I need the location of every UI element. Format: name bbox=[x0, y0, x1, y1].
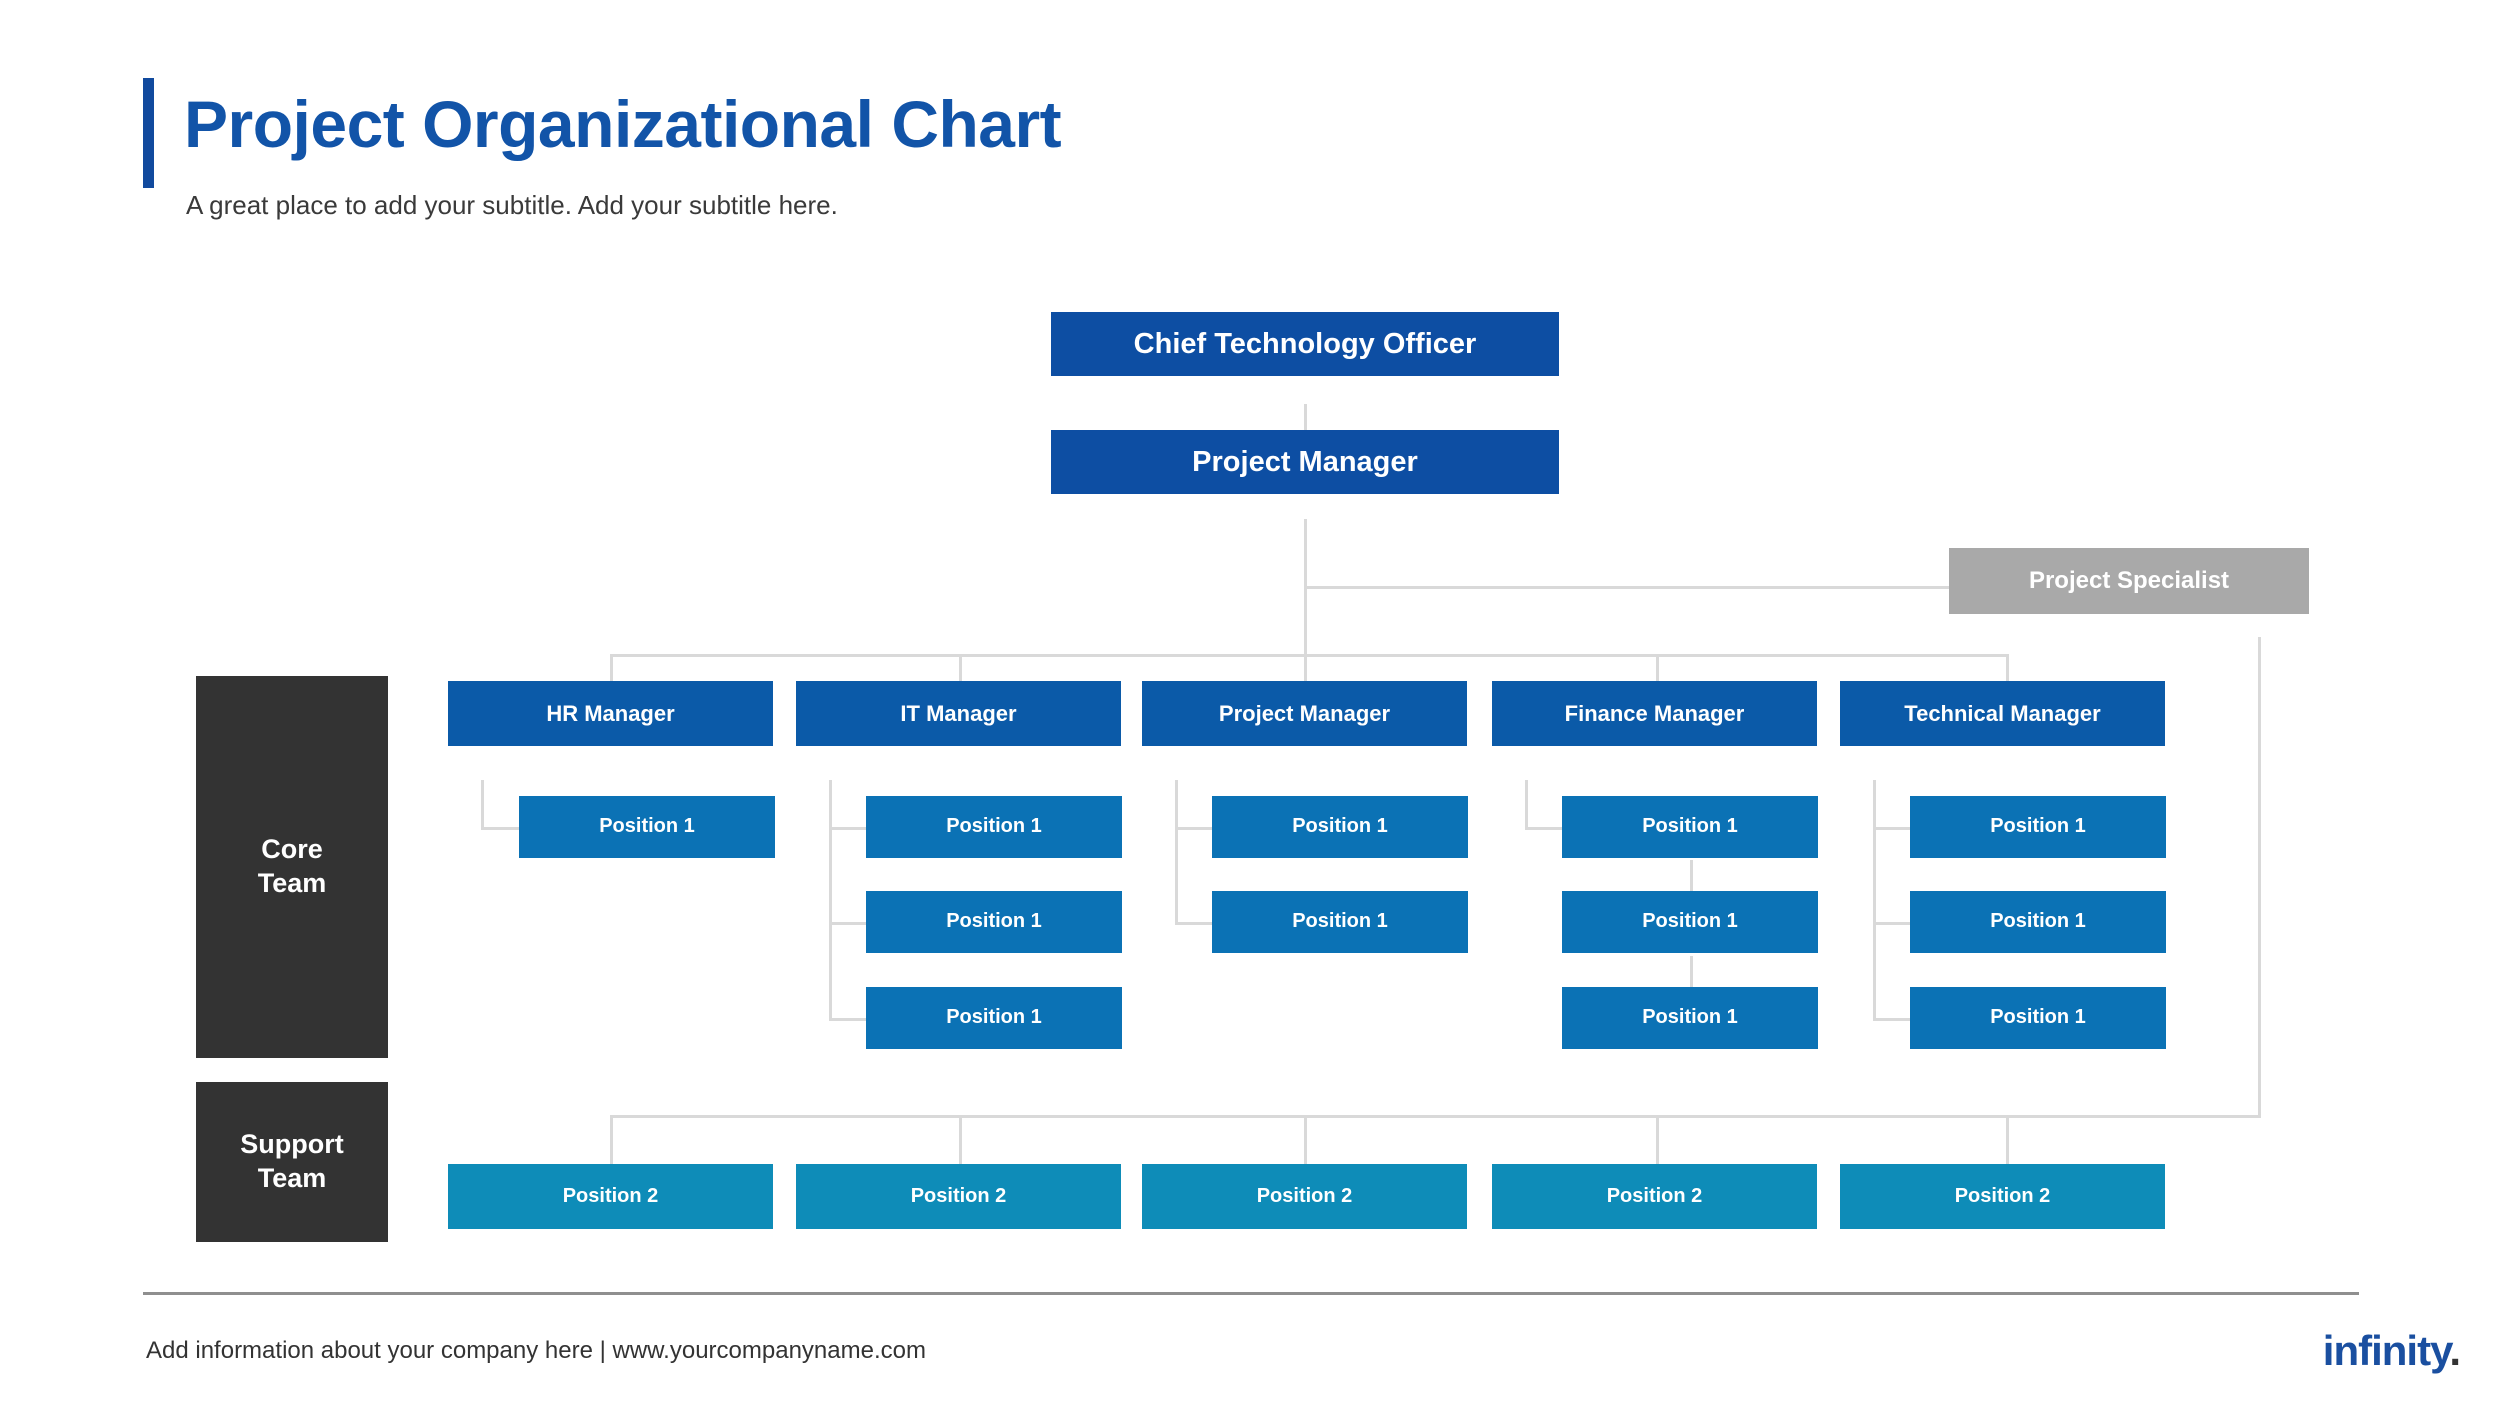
node-label: Position 1 bbox=[1292, 910, 1388, 933]
connector-support-bar bbox=[610, 1115, 2261, 1118]
node-label: Project Manager bbox=[1192, 445, 1418, 478]
connector-stem-mgr-4 bbox=[1656, 654, 1659, 681]
node-label: Position 1 bbox=[1642, 815, 1738, 838]
connector-fin-branch-1 bbox=[1525, 827, 1563, 830]
node-label: Position 1 bbox=[1292, 815, 1388, 838]
node-support-4[interactable]: Position 2 bbox=[1492, 1164, 1817, 1229]
connector-stem-sup-1 bbox=[610, 1115, 613, 1164]
page-title: Project Organizational Chart bbox=[184, 87, 1062, 161]
node-label: Position 2 bbox=[910, 1184, 1007, 1207]
node-label: Position 1 bbox=[1990, 910, 2086, 933]
node-label: Position 2 bbox=[1954, 1184, 2051, 1207]
node-chief-technology-officer[interactable]: Chief Technology Officer bbox=[1051, 312, 1559, 376]
node-position-technical-3[interactable]: Position 1 bbox=[1910, 987, 2166, 1049]
connector-stem-mgr-1 bbox=[610, 654, 613, 681]
connector-pmcol-branch-1 bbox=[1175, 827, 1213, 830]
connector-it-spine bbox=[829, 780, 832, 1020]
node-position-technical-2[interactable]: Position 1 bbox=[1910, 891, 2166, 953]
node-support-1[interactable]: Position 2 bbox=[448, 1164, 773, 1229]
node-label: Finance Manager bbox=[1564, 700, 1745, 726]
node-project-manager-top[interactable]: Project Manager bbox=[1051, 430, 1559, 494]
node-label: Position 1 bbox=[946, 910, 1042, 933]
connector-specialist-down bbox=[2258, 637, 2261, 1115]
node-label: Position 1 bbox=[1642, 1006, 1738, 1029]
node-label: Technical Manager bbox=[1904, 700, 2101, 726]
connector-stem-sup-4 bbox=[1656, 1115, 1659, 1164]
node-manager-finance[interactable]: Finance Manager bbox=[1492, 681, 1817, 746]
node-project-specialist[interactable]: Project Specialist bbox=[1949, 548, 2309, 614]
connector-stem-mgr-3 bbox=[1304, 654, 1307, 681]
node-position-project-2[interactable]: Position 1 bbox=[1212, 891, 1468, 953]
node-position-technical-1[interactable]: Position 1 bbox=[1910, 796, 2166, 858]
node-position-it-3[interactable]: Position 1 bbox=[866, 987, 1122, 1049]
connector-stem-sup-2 bbox=[959, 1115, 962, 1164]
connector-cto-to-pm bbox=[1304, 404, 1307, 432]
connector-fin-chain-1 bbox=[1690, 860, 1693, 896]
node-support-2[interactable]: Position 2 bbox=[796, 1164, 1121, 1229]
node-position-finance-1[interactable]: Position 1 bbox=[1562, 796, 1818, 858]
node-label: Project Manager bbox=[1218, 700, 1391, 726]
title-accent-bar bbox=[143, 78, 154, 188]
connector-pmcol-branch-2 bbox=[1175, 922, 1213, 925]
connector-tech-branch-3 bbox=[1873, 1018, 1911, 1021]
node-manager-project[interactable]: Project Manager bbox=[1142, 681, 1467, 746]
connector-tech-branch-2 bbox=[1873, 922, 1911, 925]
node-support-3[interactable]: Position 2 bbox=[1142, 1164, 1467, 1229]
node-position-hr-1[interactable]: Position 1 bbox=[519, 796, 775, 858]
connector-manager-bar bbox=[610, 654, 2009, 657]
brand-logo-dot: . bbox=[2449, 1327, 2461, 1374]
connector-it-branch-3 bbox=[829, 1018, 867, 1021]
node-label: Position 2 bbox=[1256, 1184, 1353, 1207]
node-label: HR Manager bbox=[546, 700, 675, 726]
band-label: Support Team bbox=[240, 1129, 344, 1193]
node-label: Position 1 bbox=[1990, 1006, 2086, 1029]
band-core-team: Core Team bbox=[196, 676, 388, 1058]
node-label: Chief Technology Officer bbox=[1133, 327, 1477, 360]
connector-hr-branch-1 bbox=[481, 827, 519, 830]
node-label: Position 1 bbox=[946, 815, 1042, 838]
node-label: Position 1 bbox=[599, 815, 695, 838]
connector-pm-to-specialist bbox=[1304, 586, 1949, 589]
connector-stem-mgr-5 bbox=[2006, 654, 2009, 681]
connector-tech-branch-1 bbox=[1873, 827, 1911, 830]
node-label: Position 1 bbox=[946, 1006, 1042, 1029]
connector-fin-chain-2 bbox=[1690, 956, 1693, 992]
connector-it-branch-1 bbox=[829, 827, 867, 830]
connector-stem-sup-3 bbox=[1304, 1115, 1307, 1164]
node-position-it-1[interactable]: Position 1 bbox=[866, 796, 1122, 858]
node-label: Position 2 bbox=[1606, 1184, 1703, 1207]
node-label: Position 2 bbox=[562, 1184, 659, 1207]
brand-logo: infinity. bbox=[2322, 1327, 2461, 1375]
connector-stem-sup-5 bbox=[2006, 1115, 2009, 1164]
connector-hr-spine bbox=[481, 780, 484, 830]
connector-fin-spine bbox=[1525, 780, 1528, 830]
node-label: Project Specialist bbox=[2028, 566, 2230, 594]
node-position-finance-2[interactable]: Position 1 bbox=[1562, 891, 1818, 953]
connector-pmcol-spine bbox=[1175, 780, 1178, 925]
node-manager-hr[interactable]: HR Manager bbox=[448, 681, 773, 746]
connector-stem-mgr-2 bbox=[959, 654, 962, 681]
footer-text: Add information about your company here … bbox=[146, 1337, 926, 1364]
connector-tech-spine bbox=[1873, 780, 1876, 1020]
node-position-project-1[interactable]: Position 1 bbox=[1212, 796, 1468, 858]
node-manager-technical[interactable]: Technical Manager bbox=[1840, 681, 2165, 746]
connector-it-branch-2 bbox=[829, 922, 867, 925]
page-subtitle: A great place to add your subtitle. Add … bbox=[186, 190, 838, 220]
band-label: Core Team bbox=[257, 834, 327, 898]
node-label: IT Manager bbox=[900, 700, 1017, 726]
node-manager-it[interactable]: IT Manager bbox=[796, 681, 1121, 746]
band-support-team: Support Team bbox=[196, 1082, 388, 1242]
node-position-finance-3[interactable]: Position 1 bbox=[1562, 987, 1818, 1049]
node-label: Position 1 bbox=[1990, 815, 2086, 838]
footer-divider bbox=[143, 1292, 2359, 1295]
node-support-5[interactable]: Position 2 bbox=[1840, 1164, 2165, 1229]
brand-logo-name: infinity bbox=[2322, 1327, 2451, 1374]
node-position-it-2[interactable]: Position 1 bbox=[866, 891, 1122, 953]
node-label: Position 1 bbox=[1642, 910, 1738, 933]
